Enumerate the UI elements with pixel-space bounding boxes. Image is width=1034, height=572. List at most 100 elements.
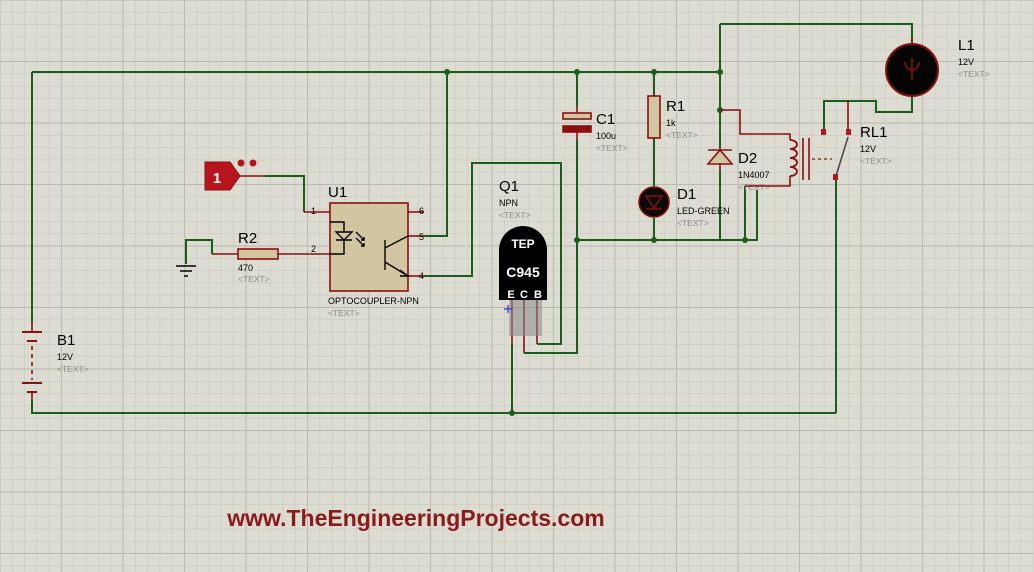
- r1-body: [647, 95, 661, 139]
- junction: [574, 69, 580, 75]
- u1-pin-6: 6: [419, 206, 424, 216]
- rl1-core: [802, 138, 810, 180]
- rl1-contact-common: [833, 174, 838, 180]
- u1-led-symbol: [330, 221, 354, 255]
- q1-designator: Q1: [499, 178, 519, 195]
- l1-designator: L1: [958, 37, 975, 54]
- junction: [444, 69, 450, 75]
- c1-value: 100u: [596, 131, 616, 141]
- led-d1[interactable]: D1 LED-GREEN <TEXT>: [638, 186, 730, 228]
- rl1-coil-lead: [745, 176, 791, 187]
- q1-pin-c: C: [520, 289, 528, 301]
- junctions: [444, 69, 748, 416]
- relay-rl1[interactable]: RL1 12V <TEXT>: [720, 101, 892, 187]
- q1-origin-marker: [504, 305, 512, 313]
- d1-value: LED-GREEN: [677, 206, 730, 216]
- rl1-text-placeholder: <TEXT>: [860, 156, 892, 166]
- d1-body: [638, 186, 670, 218]
- wire-lamp-relay: [823, 96, 913, 130]
- q1-package: [499, 226, 547, 300]
- d1-text-placeholder: <TEXT>: [677, 218, 709, 228]
- r2-body: [237, 248, 279, 260]
- transistor-q1[interactable]: TEP C945 E C B Q1 NPN <TEXT>: [499, 178, 547, 353]
- junction: [651, 237, 657, 243]
- wire-ground: [185, 239, 213, 264]
- q1-text-placeholder: <TEXT>: [499, 210, 531, 220]
- diode-d2[interactable]: D2 1N4007 <TEXT>: [706, 148, 770, 192]
- junction: [717, 69, 723, 75]
- r2-designator: R2: [238, 230, 257, 247]
- terminal-flag: [204, 161, 241, 191]
- lamp-l1[interactable]: L1 12V <TEXT>: [885, 37, 990, 97]
- u1-pin-2: 2: [311, 244, 316, 254]
- wire-u1-pin4: [424, 162, 562, 345]
- d1-symbol: [644, 195, 664, 210]
- rl1-contact-nc: [821, 129, 826, 135]
- r1-designator: R1: [666, 98, 685, 115]
- d2-designator: D2: [738, 150, 757, 167]
- wire-top-lamp: [720, 23, 913, 44]
- l1-text-placeholder: <TEXT>: [958, 69, 990, 79]
- junction: [509, 410, 515, 416]
- capacitor-c1[interactable]: C1 100u <TEXT>: [562, 106, 628, 153]
- wire-terminal-u1: [265, 175, 305, 212]
- u1-light-arrows: [355, 231, 365, 247]
- terminal-label: 1: [213, 170, 221, 187]
- website-footer: www.TheEngineeringProjects.com: [227, 505, 605, 531]
- optocoupler-u1[interactable]: 1 2 6 5 4 U1 OPTOCOUPLER-NPN <TEXT>: [304, 184, 424, 318]
- wire-u1-pin5: [424, 72, 448, 237]
- d2-text-placeholder: <TEXT>: [738, 182, 770, 192]
- b1-value: 12V: [57, 352, 73, 362]
- junction: [574, 237, 580, 243]
- wire-c1-bottom: [524, 140, 578, 354]
- u1-pin-5: 5: [419, 232, 424, 242]
- q1-part: C945: [506, 264, 540, 280]
- b1-text-placeholder: <TEXT>: [57, 364, 89, 374]
- d1-designator: D1: [677, 186, 696, 203]
- ground-symbol: [176, 265, 196, 277]
- d2-value: 1N4007: [738, 170, 770, 180]
- resistor-r2[interactable]: R2 470 <TEXT>: [212, 230, 330, 284]
- wire-battery-bottom: [31, 400, 836, 414]
- terminal-indicator-dot: [237, 159, 245, 167]
- d2-triangle: [706, 148, 734, 165]
- u1-transistor-symbol: [384, 235, 411, 277]
- u1-designator: U1: [328, 184, 347, 201]
- rl1-designator: RL1: [860, 124, 888, 141]
- l1-value: 12V: [958, 57, 974, 67]
- r2-text-placeholder: <TEXT>: [238, 274, 270, 284]
- input-terminal[interactable]: 1: [204, 159, 305, 213]
- junction: [651, 69, 657, 75]
- r1-text-placeholder: <TEXT>: [666, 130, 698, 140]
- terminal-indicator-dot: [249, 159, 257, 167]
- q1-pin-e: E: [507, 289, 514, 301]
- battery-b1[interactable]: B1 12V <TEXT>: [22, 323, 89, 400]
- b1-designator: B1: [57, 332, 75, 349]
- q1-value: NPN: [499, 198, 518, 208]
- resistor-r1[interactable]: R1 1k <TEXT>: [647, 95, 698, 140]
- rl1-switch-arm: [835, 136, 849, 177]
- wires: [31, 23, 913, 414]
- u1-pin-1: 1: [311, 206, 316, 216]
- q1-lead-shade: [509, 300, 542, 336]
- u1-pin-4: 4: [419, 271, 424, 281]
- r1-value: 1k: [666, 118, 676, 128]
- ground-line: [176, 265, 196, 277]
- rl1-coil: [789, 139, 798, 177]
- c1-designator: C1: [596, 111, 615, 128]
- q1-pin-b: B: [534, 289, 542, 301]
- junction: [742, 237, 748, 243]
- r2-value: 470: [238, 263, 253, 273]
- wire-mid-bus: [577, 190, 758, 241]
- rl1-contact-no: [846, 129, 851, 135]
- rl1-value: 12V: [860, 144, 876, 154]
- u1-body: [329, 202, 409, 292]
- u1-text-placeholder: <TEXT>: [328, 308, 360, 318]
- c1-plate-bottom: [562, 125, 592, 133]
- c1-plate-top: [562, 112, 592, 120]
- u1-value: OPTOCOUPLER-NPN: [328, 296, 419, 306]
- q1-brand: TEP: [511, 237, 534, 251]
- l1-filament: [904, 58, 920, 80]
